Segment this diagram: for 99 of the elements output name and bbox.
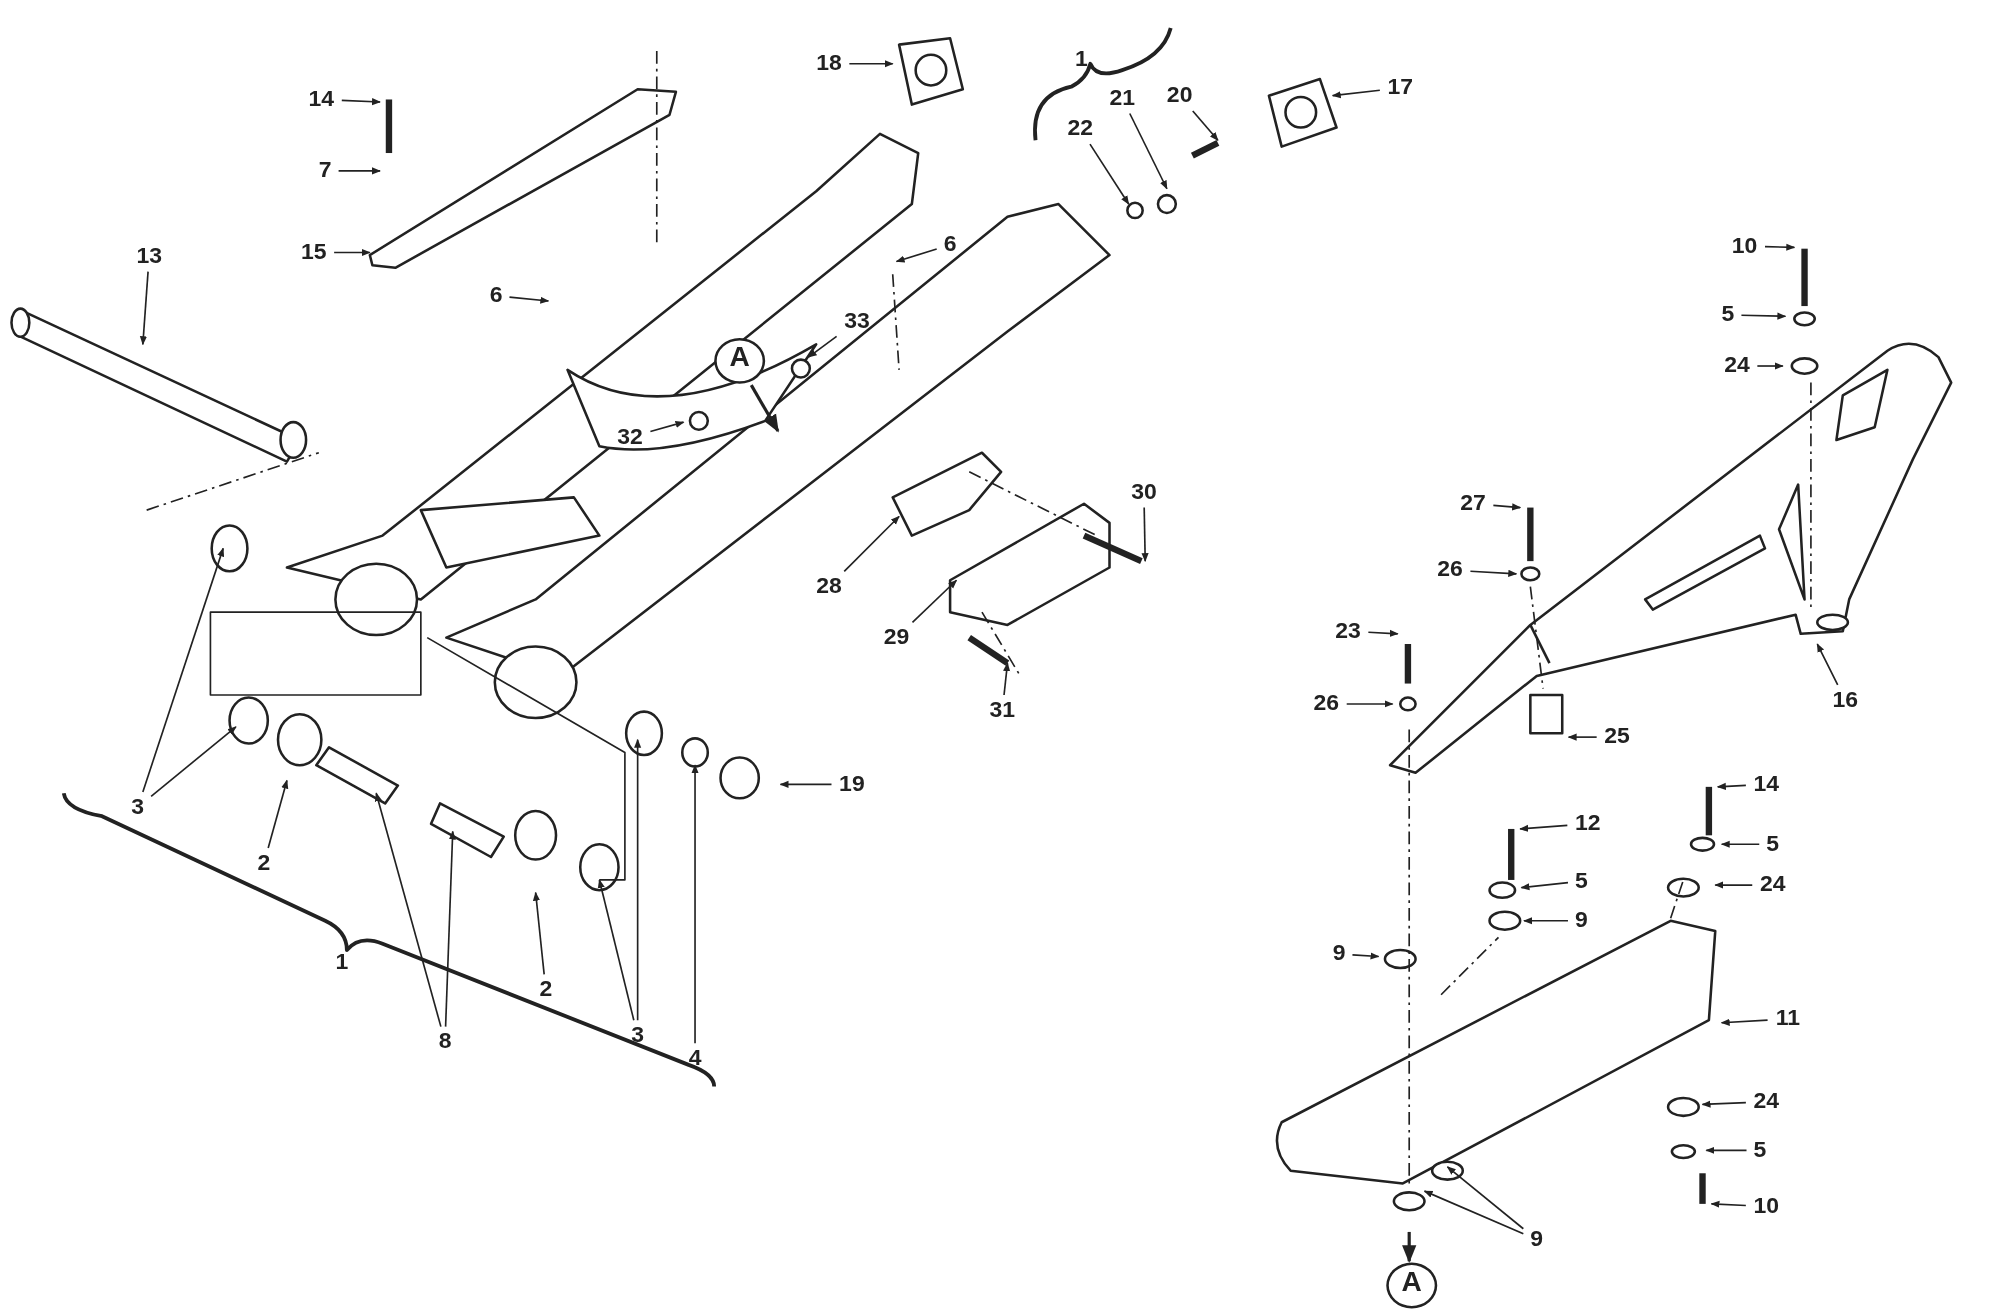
- callout-number: 13: [130, 242, 169, 271]
- callout-number: 1: [1074, 45, 1089, 74]
- leader-line: [1519, 824, 1569, 832]
- callout-number: 23: [1328, 617, 1368, 646]
- leader-line: [1446, 1166, 1525, 1230]
- callout-number: 15: [294, 238, 333, 267]
- callout-number: 22: [1061, 114, 1100, 143]
- leader-line: [1720, 1018, 1769, 1026]
- leader-line: [1816, 643, 1839, 686]
- callout-number: 31: [983, 696, 1022, 725]
- leader-line: [1351, 952, 1380, 960]
- leader-line: [1705, 1146, 1748, 1154]
- leader-line: [444, 830, 456, 1028]
- callout-number: 9: [1326, 939, 1352, 968]
- leader-line: [843, 515, 900, 573]
- callout-number: 30: [1124, 478, 1164, 507]
- leader-line: [1740, 312, 1787, 320]
- callout-number: 2: [251, 849, 277, 878]
- arrow: [749, 384, 780, 433]
- callout-number: 3: [625, 1021, 650, 1050]
- leader-line: [150, 726, 237, 798]
- leader-line: [1720, 840, 1761, 848]
- leader-line: [508, 296, 550, 304]
- callout-number: 10: [1725, 232, 1764, 261]
- callout-number: 19: [832, 770, 871, 799]
- leader-line: [340, 98, 381, 106]
- callout-number: 25: [1597, 723, 1637, 752]
- leader-line: [779, 780, 833, 788]
- callout-number: 9: [1524, 1225, 1549, 1254]
- leader-line: [267, 779, 289, 849]
- section-marker: A: [1386, 1262, 1438, 1309]
- callout-number: 24: [1747, 1087, 1786, 1116]
- leader-line: [333, 248, 371, 257]
- callout-number: 12: [1568, 809, 1607, 838]
- leader-line: [807, 335, 838, 358]
- leader-line: [1567, 733, 1598, 741]
- leader-line: [1756, 362, 1784, 370]
- callout-number: 32: [610, 423, 650, 452]
- callout-number: 24: [1717, 352, 1757, 381]
- callout-number: 10: [1747, 1192, 1786, 1221]
- callout-number: 4: [682, 1044, 708, 1073]
- callout-number: 9: [1569, 906, 1594, 935]
- leader-line: [1469, 569, 1518, 577]
- callout-number: 7: [313, 156, 338, 185]
- leader-line: [1331, 89, 1381, 99]
- callout-number: 17: [1381, 73, 1420, 102]
- leader-line: [597, 879, 635, 1022]
- callout-number: 5: [1747, 1136, 1772, 1165]
- callout-number: 5: [1715, 300, 1741, 330]
- leader-line: [142, 547, 225, 793]
- callout-number: 26: [1307, 689, 1346, 718]
- callout-number: 21: [1103, 84, 1142, 113]
- callout-number: 11: [1768, 1004, 1808, 1033]
- leader-line: [1367, 629, 1399, 637]
- leader-line: [1492, 503, 1522, 511]
- leader-line: [895, 248, 938, 263]
- callout-number: 6: [938, 230, 963, 259]
- callout-number: 14: [302, 85, 341, 114]
- leader-line: [139, 270, 149, 346]
- callout-number: 18: [809, 49, 849, 78]
- callout-number: 1: [334, 948, 350, 977]
- callout-number: 26: [1430, 556, 1470, 585]
- callout-number: 33: [837, 307, 877, 336]
- leader-line: [649, 420, 685, 433]
- leader-line: [1423, 1190, 1525, 1235]
- leader-line: [1141, 506, 1149, 562]
- leader-line: [1714, 881, 1754, 889]
- callout-number: 29: [877, 623, 916, 652]
- leader-line: [1701, 1100, 1747, 1108]
- leader-line: [1523, 917, 1569, 925]
- arrow: [1402, 1231, 1417, 1264]
- leader-line: [1345, 700, 1394, 708]
- leader-line: [634, 738, 642, 1022]
- leader-line: [1710, 1200, 1747, 1208]
- callout-number: 5: [1760, 830, 1785, 859]
- leader-line: [337, 167, 381, 175]
- leader-line: [1089, 143, 1130, 205]
- leader-line: [1128, 112, 1168, 190]
- leader-line: [691, 764, 699, 1044]
- leader-line: [1003, 662, 1011, 696]
- leader-line: [848, 60, 894, 68]
- callout-number: 3: [125, 793, 150, 822]
- callout-number: 20: [1160, 81, 1199, 110]
- callout-number: 16: [1826, 686, 1865, 715]
- leader-line: [532, 891, 545, 976]
- callout-number: 14: [1747, 770, 1786, 799]
- callout-number: 27: [1453, 489, 1493, 518]
- callout-number: 24: [1753, 871, 1792, 900]
- callout-number: 28: [809, 572, 849, 601]
- callout-number: 2: [533, 975, 558, 1004]
- leader-line: [1716, 782, 1747, 790]
- leader-line: [1520, 881, 1569, 891]
- leader-line: [374, 792, 442, 1028]
- callout-number: 8: [432, 1027, 458, 1056]
- callout-number: 6: [483, 281, 509, 310]
- callout-number: 5: [1569, 867, 1594, 896]
- leader-line: [911, 579, 958, 624]
- leader-line: [1764, 243, 1796, 251]
- leader-line: [1191, 110, 1219, 142]
